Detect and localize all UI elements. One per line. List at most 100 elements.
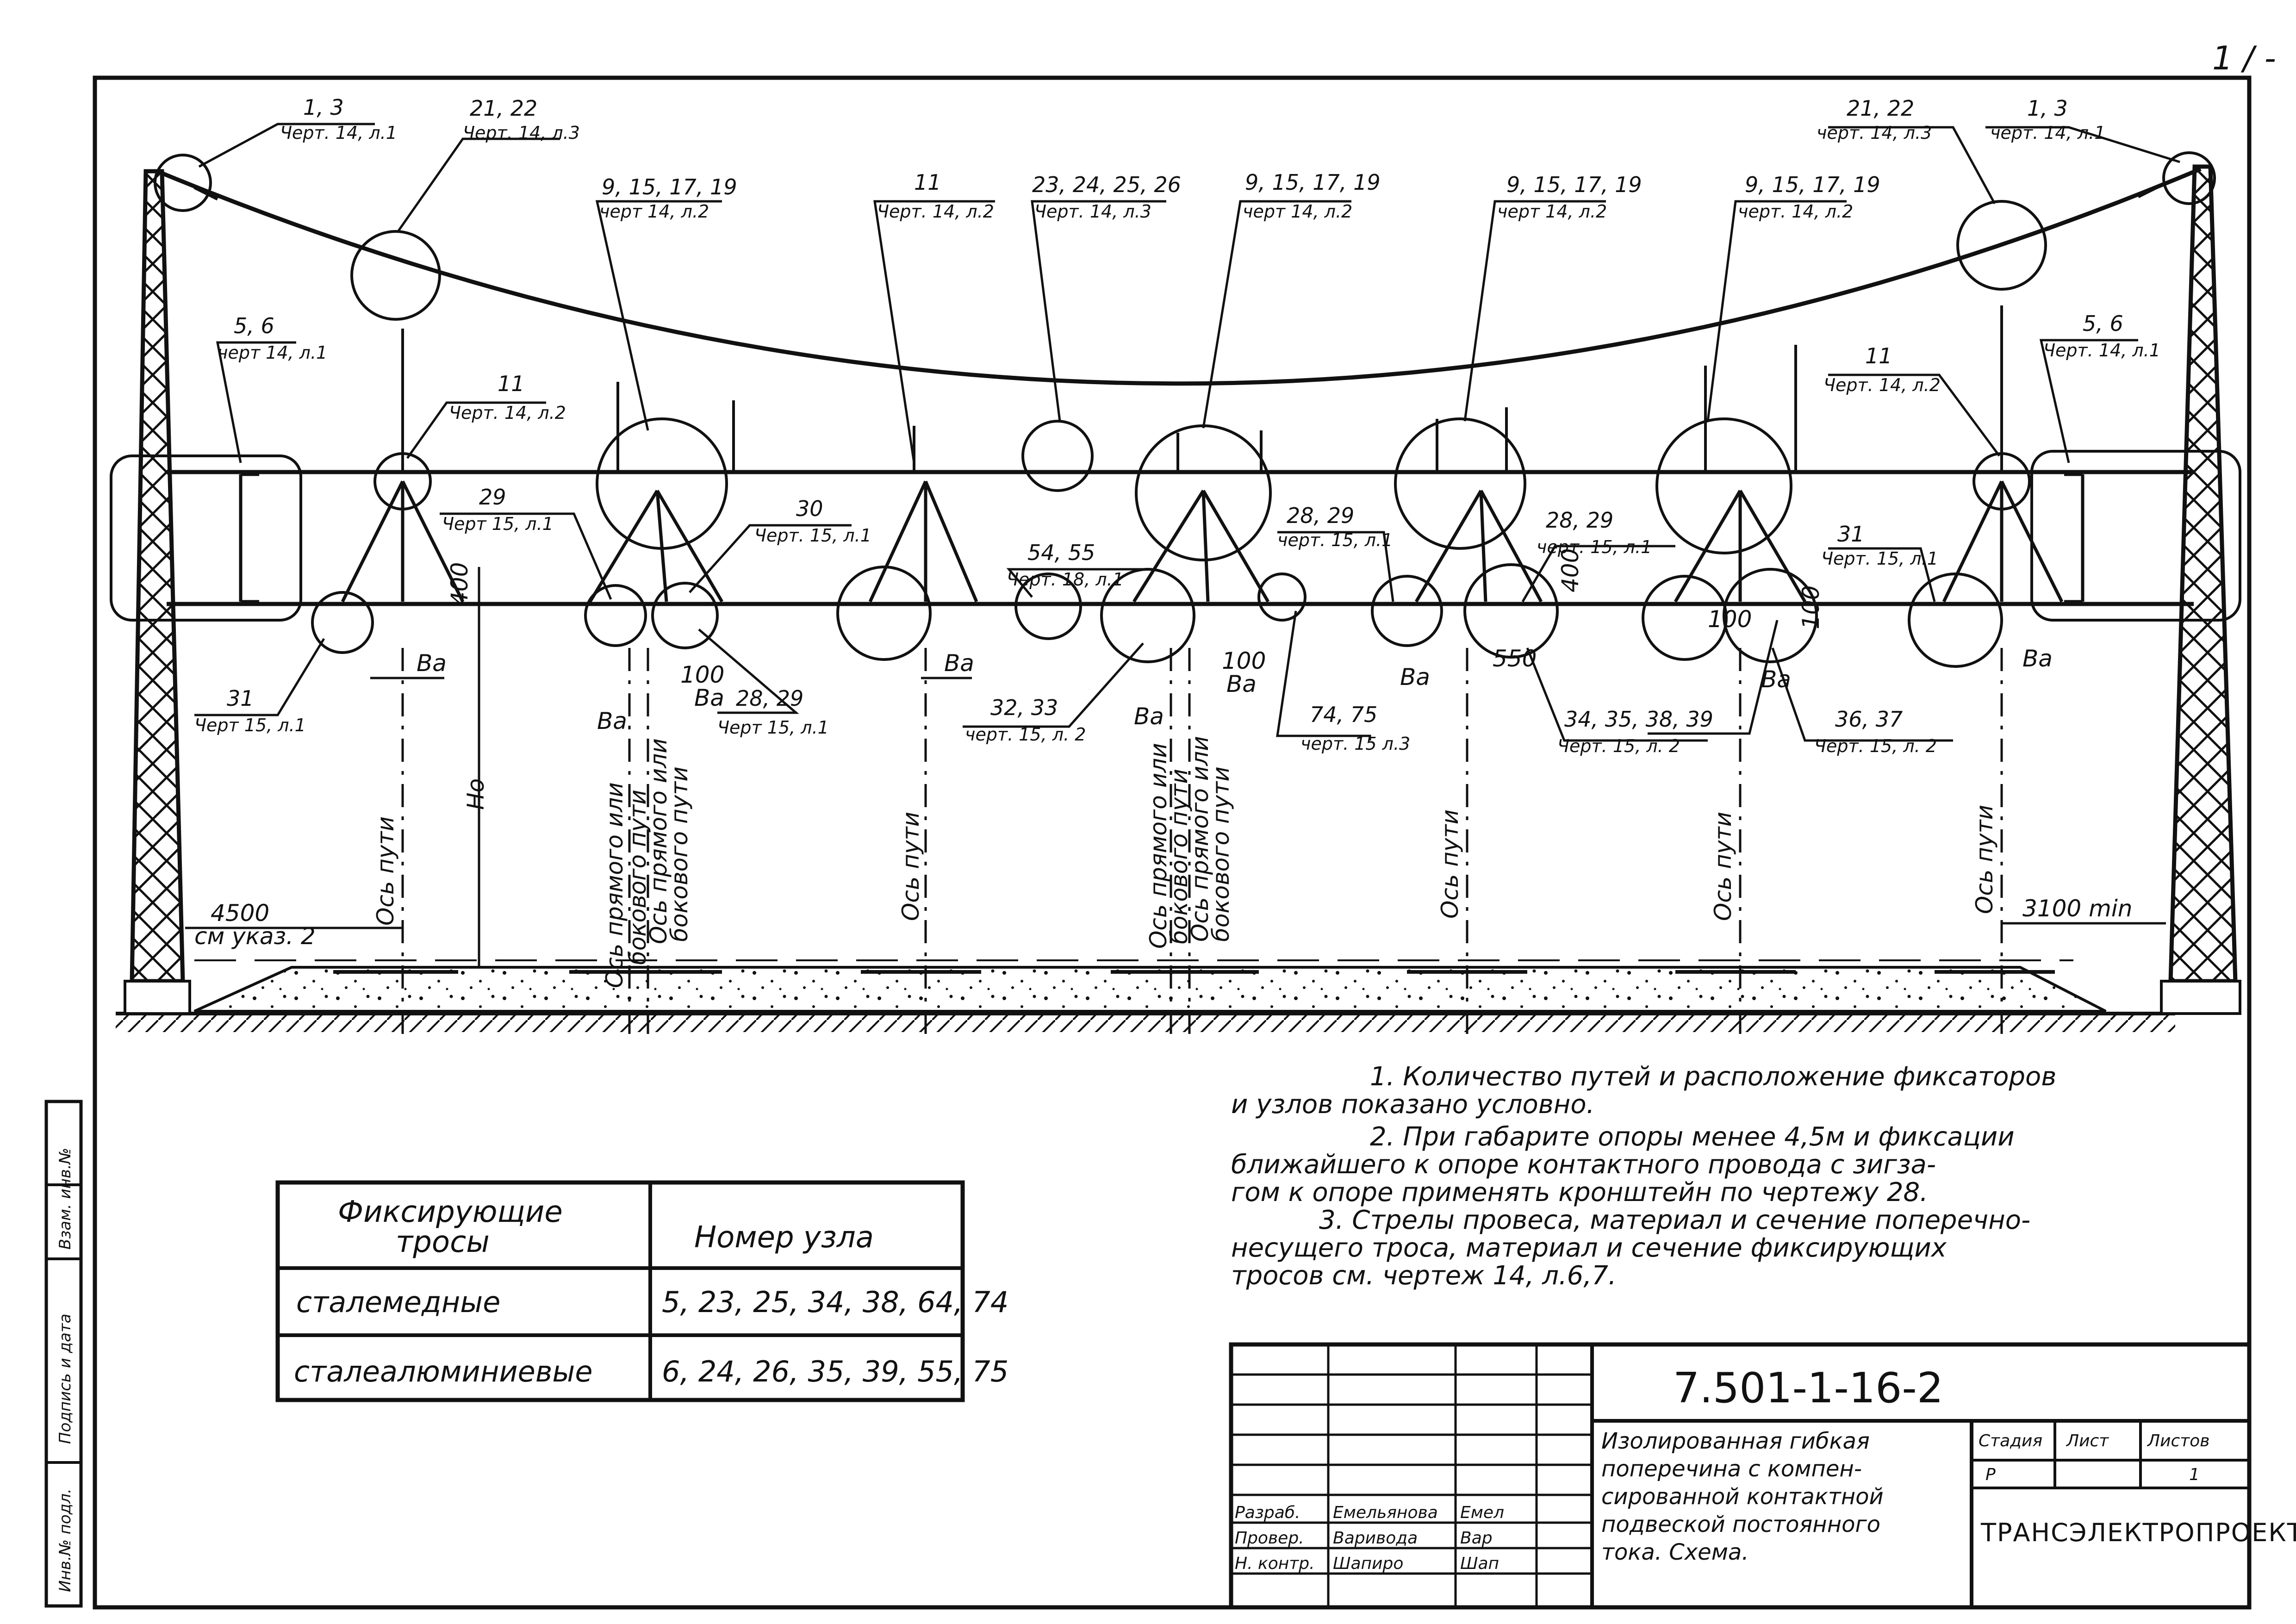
svg-text:черт. 15, л.1: черт. 15, л.1 (1537, 537, 1652, 557)
svg-text:1, 3: 1, 3 (2027, 96, 2068, 121)
ground-section (116, 959, 2175, 1032)
svg-text:9, 15, 17, 19: 9, 15, 17, 19 (1745, 172, 1880, 197)
svg-text:черт. 14, л.3: черт. 14, л.3 (1817, 123, 1932, 143)
svg-text:черт. 15, л. 2: черт. 15, л. 2 (965, 724, 1086, 745)
svg-text:Черт. 14, л.1: Черт. 14, л.1 (280, 123, 397, 143)
svg-text:31: 31 (227, 686, 254, 711)
track-axis-label-2: Ось пути (897, 812, 924, 921)
role-2-name: Варивода (1333, 1529, 1418, 1548)
straight-axis-label-2a: Ось прямого или (1145, 743, 1172, 949)
svg-text:черт 14, л.2: черт 14, л.2 (1243, 201, 1352, 222)
straight-axis-label-2d: бокового пути (1207, 766, 1234, 942)
leader-9-15-d: 9, 15, 17, 19 черт. 14, л.2 (1738, 172, 1880, 222)
svg-text:31: 31 (1837, 522, 1865, 547)
svg-text:Черт. 14, л.2: Черт. 14, л.2 (449, 403, 566, 423)
title-line-3: сированной контактной (1601, 1484, 1884, 1510)
fixing-cables-table: Фиксирующие тросы Номер узла сталемедные… (275, 1180, 1008, 1402)
svg-text:21, 22: 21, 22 (1847, 96, 1914, 121)
svg-text:11: 11 (498, 371, 525, 396)
svg-text:30: 30 (796, 496, 823, 521)
detail-circles (154, 151, 2216, 668)
table-head-col2: Номер узла (694, 1220, 874, 1255)
svg-text:черт 14, л.1: черт 14, л.1 (218, 342, 327, 363)
note-line-3: 2. При габарите опоры менее 4,5м и фикса… (1370, 1122, 2015, 1152)
dim-ba-4: Ва (944, 650, 974, 677)
role-2-sign: Вар (1460, 1529, 1493, 1548)
note-line-1: 1. Количество путей и расположение фикса… (1370, 1062, 2056, 1092)
svg-text:36, 37: 36, 37 (1835, 707, 1903, 732)
side-stamp-sign: Подпись и дата (56, 1313, 75, 1444)
organization-name: ТРАНСЭЛЕКТРОПРОЕКТ (1980, 1518, 2296, 1547)
straight-axis-label-1c: Ось прямого или (645, 738, 672, 944)
svg-text:5, 6: 5, 6 (2083, 311, 2123, 336)
svg-text:21, 22: 21, 22 (470, 96, 537, 121)
sheets-header: Листов (2147, 1431, 2209, 1450)
notes-block: 1. Количество путей и расположение фикса… (1231, 1062, 2056, 1291)
dim-ba-1: Ва (417, 650, 447, 677)
stage-value: Р (1985, 1465, 1996, 1484)
role-3: Н. контр. (1235, 1554, 1315, 1573)
note-line-2: и узлов показано условно. (1231, 1089, 1594, 1120)
role-1-name: Емельянова (1333, 1503, 1438, 1522)
table-row1-nodes: 5, 23, 25, 34, 38, 64, 74 (662, 1285, 1008, 1319)
svg-text:черт. 14, л.2: черт. 14, л.2 (1738, 201, 1853, 222)
title-line-2: поперечина с компен- (1601, 1456, 1862, 1482)
svg-text:23, 24, 25, 26: 23, 24, 25, 26 (1032, 172, 1181, 197)
stage-header: Стадия (1979, 1431, 2042, 1450)
svg-text:Черт. 15, л. 2: Черт. 15, л. 2 (1557, 736, 1680, 756)
page-marker: 1 / - (2212, 39, 2276, 77)
role-2: Провер. (1235, 1529, 1304, 1548)
leader-36-37: 36, 37 Черт. 15, л. 2 (1814, 707, 1937, 756)
straight-axis-label-2b: бокового пути (1166, 769, 1193, 944)
svg-text:черт. 14, л.1: черт. 14, л.1 (1990, 123, 2105, 143)
svg-text:74, 75: 74, 75 (1310, 702, 1377, 727)
svg-text:черт. 15 л.3: черт. 15 л.3 (1300, 734, 1410, 754)
svg-text:Черт. 14, л.3: Черт. 14, л.3 (463, 123, 580, 143)
role-1: Разраб. (1235, 1503, 1300, 1522)
track-axis-label-5: Ось пути (1971, 805, 1998, 914)
svg-text:черт 14, л.2: черт 14, л.2 (599, 201, 709, 222)
svg-text:5, 6: 5, 6 (234, 313, 274, 338)
dim-4500: 4500 (211, 900, 269, 927)
role-3-name: Шапиро (1333, 1554, 1403, 1573)
svg-text:Черт 15, л.1: Черт 15, л.1 (717, 717, 829, 738)
svg-text:54, 55: 54, 55 (1027, 540, 1095, 565)
side-stamp-replace: Взам. инв.№ (56, 1148, 75, 1250)
note-line-8: тросов см. чертеж 14, л.6,7. (1231, 1261, 1617, 1291)
note-line-5: гом к опоре применять кронштейн по черте… (1231, 1177, 1928, 1207)
title-line-4: подвеской постоянного (1601, 1512, 1880, 1537)
svg-text:28, 29: 28, 29 (736, 686, 803, 711)
dim-ba-5: Ва (1226, 671, 1257, 697)
note-line-7: несущего троса, материал и сечение фикси… (1231, 1233, 1947, 1263)
svg-text:9, 15, 17, 19: 9, 15, 17, 19 (1506, 172, 1642, 197)
svg-text:Черт. 15, л.1: Черт. 15, л.1 (754, 525, 871, 546)
role-3-sign: Шап (1460, 1554, 1499, 1573)
straight-axis-label-1d: бокового пути (666, 766, 693, 942)
right-lattice-mast (2160, 164, 2241, 1015)
drawing-code: 7.501-1-16-2 (1673, 1364, 1943, 1412)
straight-axis-label-2c: Ось прямого или (1187, 736, 1213, 942)
svg-text:Черт. 15, л. 2: Черт. 15, л. 2 (1814, 736, 1937, 756)
dim-ba-3: Ва (597, 708, 627, 734)
svg-text:черт 14, л.2: черт 14, л.2 (1497, 201, 1607, 222)
dim-100-d: 100 (1798, 585, 1824, 629)
leader-28-29-a: 28, 29 Черт 15, л.1 (717, 686, 829, 738)
title-block: 7.501-1-16-2 Изолированная гибкая попере… (1229, 1342, 2296, 1610)
svg-text:28, 29: 28, 29 (1287, 503, 1354, 528)
svg-text:11: 11 (1865, 343, 1892, 368)
svg-text:Черт. 15, л.1: Черт. 15, л.1 (1821, 548, 1938, 569)
dim-ba-7: Ва (1400, 664, 1430, 691)
dim-100-c: 100 (1708, 606, 1752, 633)
